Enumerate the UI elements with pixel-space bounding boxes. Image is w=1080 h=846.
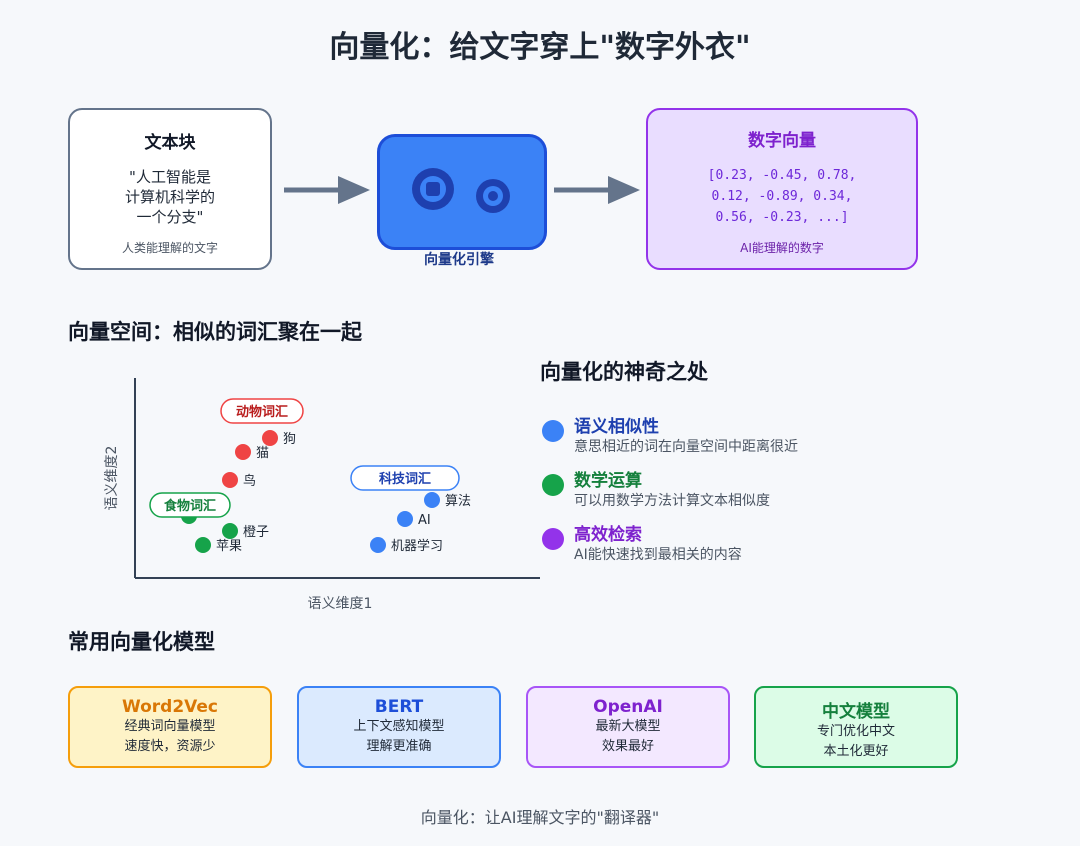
model-card-word2vec: Word2Vec 经典词向量模型 速度快，资源少 — [68, 686, 272, 768]
group-label: 科技词汇 — [379, 471, 431, 487]
model-line: 最新大模型 — [595, 719, 661, 734]
point-狗 — [262, 430, 278, 446]
feature-math-operations: 数学运算 可以用数学方法计算文本相似度 — [540, 466, 920, 516]
footer-caption: 向量化：让AI理解文字的"翻译器" — [420, 808, 660, 827]
point-label: AI — [418, 513, 431, 528]
text-block-heading: 文本块 — [144, 133, 196, 153]
feature-title: 数学运算 — [574, 471, 642, 491]
model-line: 理解更准确 — [366, 739, 432, 754]
point-label: 机器学习 — [391, 538, 443, 554]
vector-caption: AI能理解的数字 — [740, 241, 824, 255]
feature-desc: 可以用数学方法计算文本相似度 — [574, 493, 770, 509]
text-block-line: "人工智能是 — [129, 168, 211, 186]
feature-efficient-retrieval: 高效检索 AI能快速找到最相关的内容 — [540, 520, 920, 570]
point-鸟 — [222, 472, 238, 488]
feature-desc: 意思相近的词在向量空间中距离很近 — [574, 439, 798, 455]
model-line: 上下文感知模型 — [353, 719, 445, 734]
point-label: 橙子 — [243, 525, 269, 540]
arrow-right-icon — [284, 176, 370, 204]
vector-heading: 数字向量 — [748, 131, 816, 151]
feature-dot-icon — [542, 420, 564, 442]
group-label: 食物词汇 — [164, 498, 216, 514]
point-苹果 — [195, 537, 211, 553]
point-label: 狗 — [283, 432, 296, 447]
y-axis-label: 语义维度2 — [104, 446, 120, 511]
vector-values: [0.23, -0.45, 0.78, 0.12, -0.89, 0.34, 0… — [648, 165, 916, 228]
vector-line: 0.12, -0.89, 0.34, — [711, 189, 853, 204]
vectorization-engine — [377, 134, 547, 250]
model-card-chinese: 中文模型 专门优化中文 本土化更好 — [754, 686, 958, 768]
point-label: 算法 — [445, 494, 471, 509]
model-card-openai: OpenAI 最新大模型 效果最好 — [526, 686, 730, 768]
model-line: 速度快，资源少 — [124, 739, 216, 754]
model-name: BERT — [374, 697, 424, 717]
feature-desc: AI能快速找到最相关的内容 — [574, 547, 742, 563]
feature-title: 语义相似性 — [574, 417, 659, 437]
text-block-caption: 人类能理解的文字 — [121, 241, 218, 255]
point-机器学习 — [370, 537, 386, 553]
vector-line: [0.23, -0.45, 0.78, — [707, 168, 857, 183]
engine-label: 向量化引擎 — [424, 252, 494, 268]
model-name: Word2Vec — [121, 697, 219, 717]
model-line: 本土化更好 — [823, 744, 889, 759]
feature-dot-icon — [542, 474, 564, 496]
group-label-pill — [350, 465, 460, 491]
feature-semantic-similarity: 语义相似性 意思相近的词在向量空间中距离很近 — [540, 412, 920, 462]
group-label-pill — [149, 492, 231, 518]
model-name: OpenAI — [593, 697, 663, 717]
group-label-pill — [220, 398, 304, 424]
group-label: 动物词汇 — [236, 404, 288, 420]
feature-dot-icon — [542, 528, 564, 550]
model-card-bert: BERT 上下文感知模型 理解更准确 — [297, 686, 501, 768]
features-heading: 向量化的神奇之处 — [540, 360, 708, 384]
feature-title: 高效检索 — [574, 525, 642, 545]
point-label: 猫 — [256, 446, 269, 461]
point-label: 鸟 — [243, 473, 256, 489]
point-猫 — [235, 444, 251, 460]
models-heading: 常用向量化模型 — [68, 630, 215, 654]
gear-icon — [412, 168, 510, 213]
vector-box: 数字向量 [0.23, -0.45, 0.78, 0.12, -0.89, 0.… — [646, 108, 918, 270]
text-block-line: 一个分支" — [136, 208, 204, 226]
point-label: 苹果 — [216, 539, 242, 554]
model-line: 专门优化中文 — [816, 724, 895, 739]
text-block-line: 计算机科学的 — [124, 188, 215, 206]
model-name: 中文模型 — [822, 702, 890, 722]
vector-line: 0.56, -0.23, ...] — [715, 210, 849, 225]
x-axis-label: 语义维度1 — [308, 596, 373, 612]
model-line: 经典词向量模型 — [124, 719, 216, 734]
point-AI — [397, 511, 413, 527]
model-line: 效果最好 — [601, 739, 654, 754]
arrow-right-icon — [554, 176, 640, 204]
text-block-quote: "人工智能是 计算机科学的 一个分支" — [70, 167, 270, 227]
text-block-box: 文本块 "人工智能是 计算机科学的 一个分支" 人类能理解的文字 — [68, 108, 272, 270]
point-算法 — [424, 492, 440, 508]
vector-space-heading: 向量空间：相似的词汇聚在一起 — [68, 320, 362, 344]
page-title: 向量化：给文字穿上"数字外衣" — [329, 30, 751, 65]
point-橙子 — [222, 523, 238, 539]
